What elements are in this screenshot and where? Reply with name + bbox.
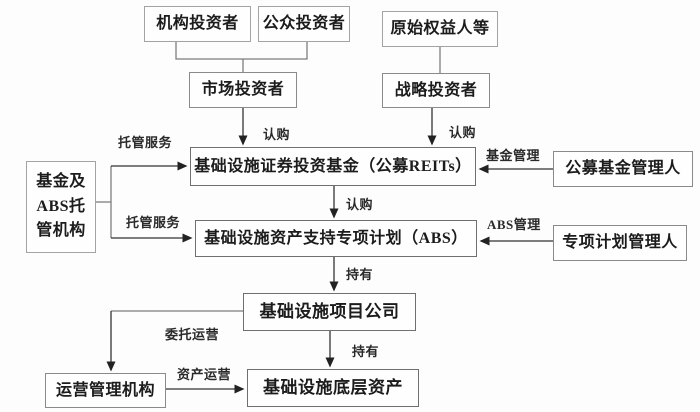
node-label-line2: ABS托: [36, 197, 86, 215]
node-abs-plan: 基础设施资产支持专项计划（ABS）: [195, 220, 477, 257]
node-label: 专项计划管理人: [562, 234, 678, 252]
node-label: 公众投资者: [262, 15, 346, 33]
node-label: 运营管理机构: [55, 381, 155, 399]
node-label: 市场投资者: [201, 81, 285, 99]
edge-label-asset-operation: 资产运营: [177, 367, 232, 382]
node-market-investor: 市场投资者: [189, 72, 297, 108]
node-strategic-investor: 战略投资者: [382, 73, 490, 108]
node-label: 原始权益人等: [390, 20, 490, 38]
edge-label-entrusted-operation: 委托运营: [165, 327, 220, 342]
edge-label-abs-management: ABS管理: [487, 217, 541, 232]
node-label: 基础设施证券投资基金（公募REITs）: [194, 157, 472, 175]
edge-label-subscribe-abs: 认购: [346, 197, 374, 212]
node-operation-manager: 运营管理机构: [45, 373, 166, 408]
node-label: 机构投资者: [156, 15, 239, 33]
node-label: 战略投资者: [394, 81, 478, 99]
edge-label-subscribe-market: 认购: [263, 127, 291, 142]
node-label-line3: 管机构: [36, 222, 86, 240]
node-label: 基础设施底层资产: [263, 377, 403, 397]
edge-label-custody-service-bottom: 托管服务: [126, 215, 181, 230]
node-label: 基础设施资产支持专项计划（ABS）: [204, 229, 468, 247]
node-public-fund-manager: 公募基金管理人: [553, 151, 693, 187]
node-label: 基础设施项目公司: [259, 301, 400, 321]
edge-label-custody-service-top: 托管服务: [118, 135, 173, 150]
node-label: 公募基金管理人: [565, 160, 681, 178]
edge-label-subscribe-strategic: 认购: [449, 125, 477, 140]
node-label-line1: 基金及: [36, 172, 86, 190]
node-special-plan-manager: 专项计划管理人: [553, 225, 687, 261]
node-institutional-investor: 机构投资者: [144, 6, 251, 42]
node-project-company: 基础设施项目公司: [243, 293, 416, 331]
node-original-equity-holder: 原始权益人等: [382, 11, 498, 47]
node-fund-abs-custodian: 基金及 ABS托 管机构: [26, 161, 96, 253]
node-public-investor: 公众投资者: [258, 6, 350, 42]
node-underlying-assets: 基础设施底层资产: [247, 369, 419, 407]
edge-label-hold-assets: 持有: [352, 344, 380, 359]
edge-label-hold-project: 持有: [346, 267, 374, 282]
node-reits-fund: 基础设施证券投资基金（公募REITs）: [190, 147, 476, 186]
edge-label-fund-management: 基金管理: [486, 148, 541, 163]
